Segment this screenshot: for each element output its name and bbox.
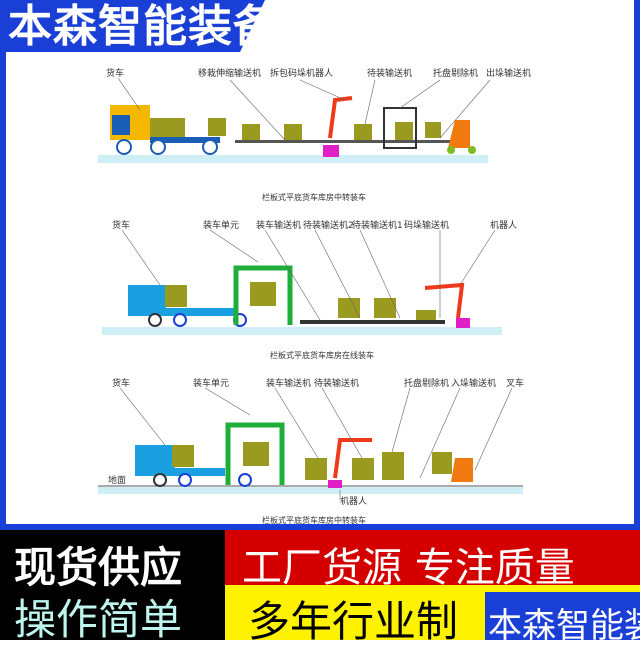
label-robot: 机器人 [340,495,367,507]
label-loading-conveyor: 装车输送机 [266,377,311,389]
diagram-2: 货车 装车单元 装车输送机 待装输送机2 待装输送机1 码垛输送机 机器人 栏板… [102,219,517,360]
label-waiting-conveyor-1: 待装输送机1 [352,219,403,231]
page-frame [0,0,640,530]
label-truck: 货车 [106,67,124,79]
caption-2: 栏板式平底货车库房在线装车 [270,350,374,360]
slogan-factory-quality: 工厂货源 专注质量 [242,545,575,591]
slogan-years-industry: 多年行业制 [248,597,459,646]
label-truck: 货车 [112,377,130,389]
label-pallet-remover: 托盘剔除机 [404,377,449,389]
label-forklift: 叉车 [506,377,524,389]
header-banner [0,0,265,52]
slogan-in-stock: 现货供应 [14,543,183,592]
label-out-conveyor: 出垛输送机 [486,67,531,79]
label-waiting-conveyor: 待装输送机 [367,67,412,79]
caption-3: 栏板式平底货车库房中转装车 [262,515,366,525]
label-robot: 机器人 [490,219,517,231]
diagrams: 货车 移栽伸缩输送机 拆包码垛机器人 待装输送机 托盘剔除机 出垛输送机 栏板式… [98,67,531,525]
label-stacking-conveyor: 码垛输送机 [404,219,449,231]
label-waiting-conveyor-2: 待装输送机2 [303,219,354,231]
label-robot: 拆包码垛机器人 [270,67,333,79]
label-loading-conveyor: 装车输送机 [256,219,301,231]
brand-title: 本森智能装备 [8,1,278,52]
label-in-conveyor: 入垛输送机 [451,377,496,389]
diagram-3: 货车 装车单元 装车输送机 待装输送机 托盘剔除机 入垛输送机 叉车 机器人 地… [98,377,524,525]
slogan-easy-operation: 操作简单 [14,595,183,644]
label-ground: 地面 [108,474,126,486]
label-pallet-remover: 托盘剔除机 [433,67,478,79]
brand-badge: 本森智能装 [488,606,640,646]
caption-1: 栏板式平底货车库房中转装车 [262,192,366,202]
diagram-1: 货车 移栽伸缩输送机 拆包码垛机器人 待装输送机 托盘剔除机 出垛输送机 栏板式… [98,67,531,202]
label-waiting-conveyor: 待装输送机 [314,377,359,389]
label-loading-unit: 装车单元 [193,377,229,389]
label-conveyor: 移栽伸缩输送机 [198,67,261,79]
promo-banner: 现货供应 操作简单 工厂货源 专注质量 多年行业制 本森智能装 [0,530,640,646]
label-loading-unit: 装车单元 [203,219,239,231]
truck [110,105,220,155]
label-truck: 货车 [112,219,130,231]
